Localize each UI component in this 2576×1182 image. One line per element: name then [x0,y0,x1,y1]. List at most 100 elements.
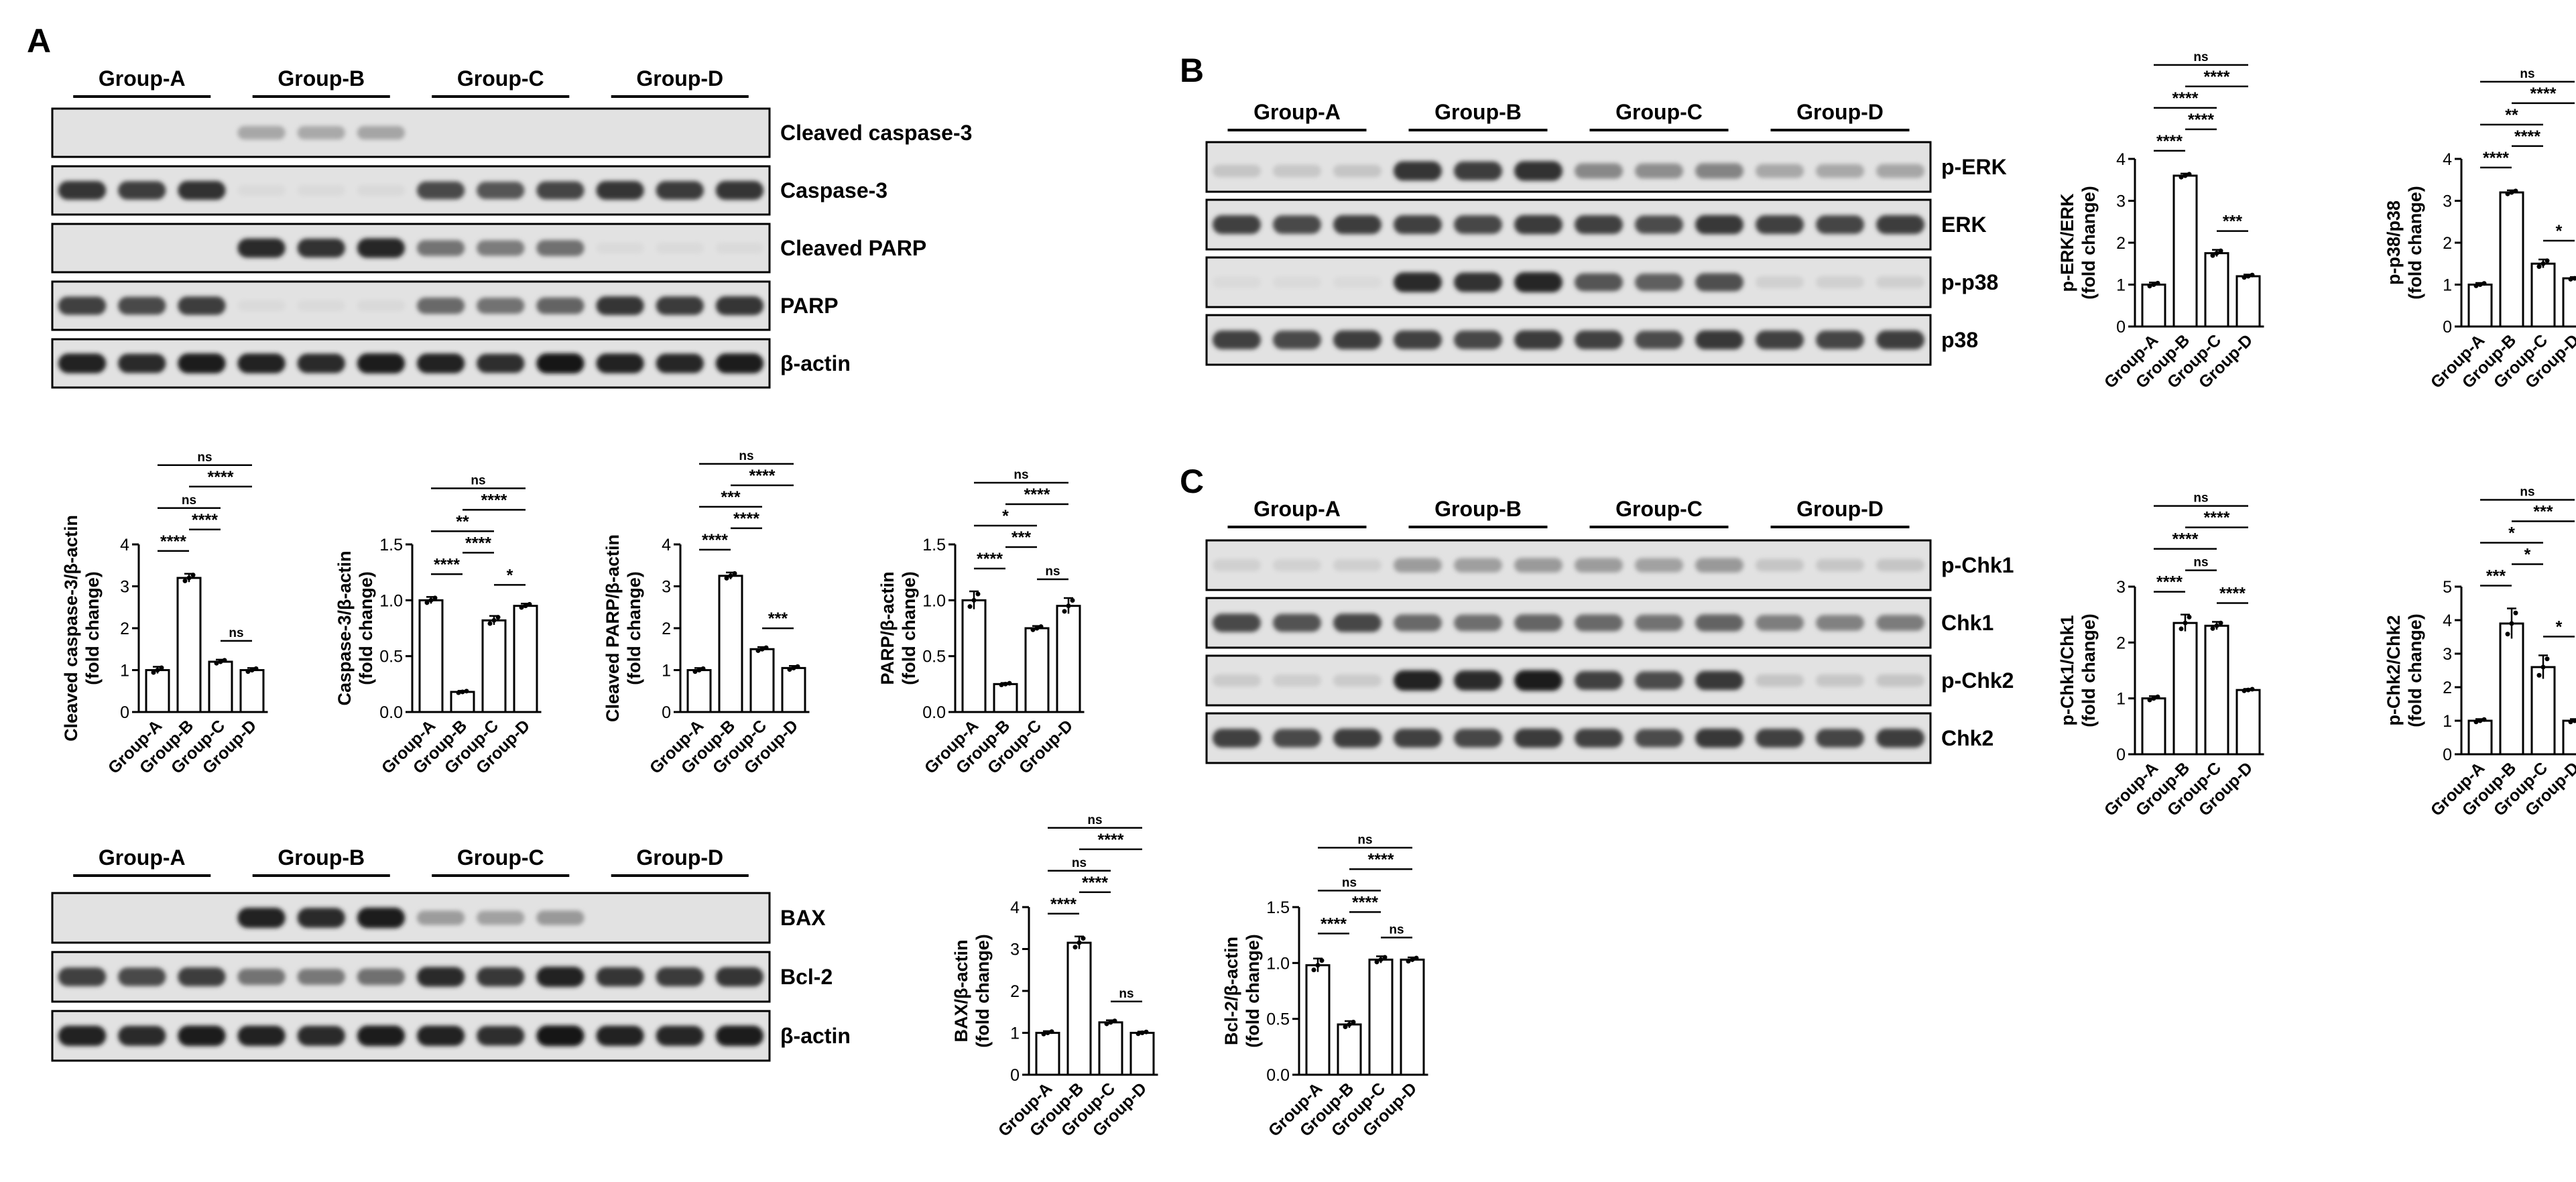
blot-band [536,353,584,373]
blot-strip [52,282,770,330]
significance-label: **** [1352,893,1378,912]
significance-label: ns [2520,485,2534,499]
bar [2142,699,2165,754]
data-point [2215,251,2219,255]
blot-band [1635,274,1683,291]
blot-band [357,185,405,196]
data-point [524,603,528,608]
blot-band [417,298,465,314]
blot-band [1575,274,1623,292]
bar [241,670,263,713]
blot-strip [1207,713,1930,763]
blot-band [1816,615,1864,630]
data-point [1312,967,1316,972]
y-tick-label: 1 [662,662,671,681]
blot-band [596,181,643,200]
blot-band [1213,165,1261,178]
blot-band [298,239,345,257]
blot-band [1213,331,1261,349]
blot-label: p-Chk2 [1941,668,2014,693]
data-point [2514,188,2518,193]
blot-band [1756,164,1804,178]
data-point [528,602,532,607]
y-axis-label: Cleaved caspase-3/β-actin [61,515,81,742]
data-point [2514,611,2518,615]
data-point [2211,626,2215,631]
significance-label: **** [208,468,234,487]
y-tick-label: 2 [1010,982,1020,1001]
blot-band [1394,614,1442,631]
data-point [1347,1022,1352,1027]
data-point [1042,1032,1046,1037]
significance-label: **** [481,491,507,510]
group-header-4: Group-D [636,845,723,870]
data-point [760,647,765,652]
blot-band [1454,670,1502,691]
blot-band [178,967,225,986]
significance-label: *** [721,488,740,507]
bar [994,684,1017,712]
data-point [1035,626,1040,631]
bar [209,662,232,712]
blot-band [1876,331,1924,349]
blot-band [417,182,465,200]
blot-band [298,126,345,139]
blot-band [1756,215,1804,234]
data-point [151,670,156,675]
significance-label: * [507,566,513,585]
significance-label: ns [182,493,196,508]
blot-band [596,967,643,987]
data-point [2148,284,2152,288]
blot-band [716,353,763,373]
blot-band [1695,729,1743,748]
blot-strip [52,224,770,272]
y-tick-label: 3 [120,578,129,597]
blot-band [1876,164,1924,178]
blot-band [1876,276,1924,288]
data-point [2569,277,2573,282]
blot-band [237,353,285,373]
y-axis-label-unit: (fold change) [973,934,993,1048]
bar [2205,253,2228,327]
blot-band [1394,215,1442,234]
data-point [2215,624,2219,628]
blot-band [1454,272,1502,292]
bar [483,620,505,712]
blot-band [716,1026,763,1046]
y-axis-label-unit: (fold change) [2405,186,2425,300]
y-axis-label-unit: (fold change) [2079,613,2099,727]
significance-label: **** [1098,831,1124,849]
blot-strip [1207,200,1930,249]
blot-band [1213,613,1261,632]
data-point [693,669,698,674]
bar [1131,1033,1154,1075]
data-point [2482,281,2487,286]
significance-label: ** [456,512,469,531]
blot-band [1213,559,1261,571]
group-header-2: Group-B [1434,100,1522,124]
y-axis-label: p-Chk2/Chk2 [2384,615,2404,725]
data-point [1136,1031,1141,1036]
data-point [2250,687,2255,692]
significance-label: ns [1342,876,1357,890]
blot-band [1333,559,1382,571]
group-header-2: Group-B [278,66,365,91]
blot-band [357,126,405,139]
blot-band [1816,331,1864,349]
y-tick-label: 5 [2443,578,2452,597]
y-tick-label: 2 [2443,234,2452,253]
blot-band [656,353,704,373]
data-point [2537,264,2542,269]
blot-band [1273,559,1321,571]
data-point [1073,945,1078,949]
data-point [1316,963,1321,967]
blot-band [536,910,584,925]
data-point [764,646,769,650]
bar [1036,1033,1059,1075]
blot-band [596,1026,643,1046]
significance-label: ns [1045,565,1060,579]
blot-band [596,296,643,315]
